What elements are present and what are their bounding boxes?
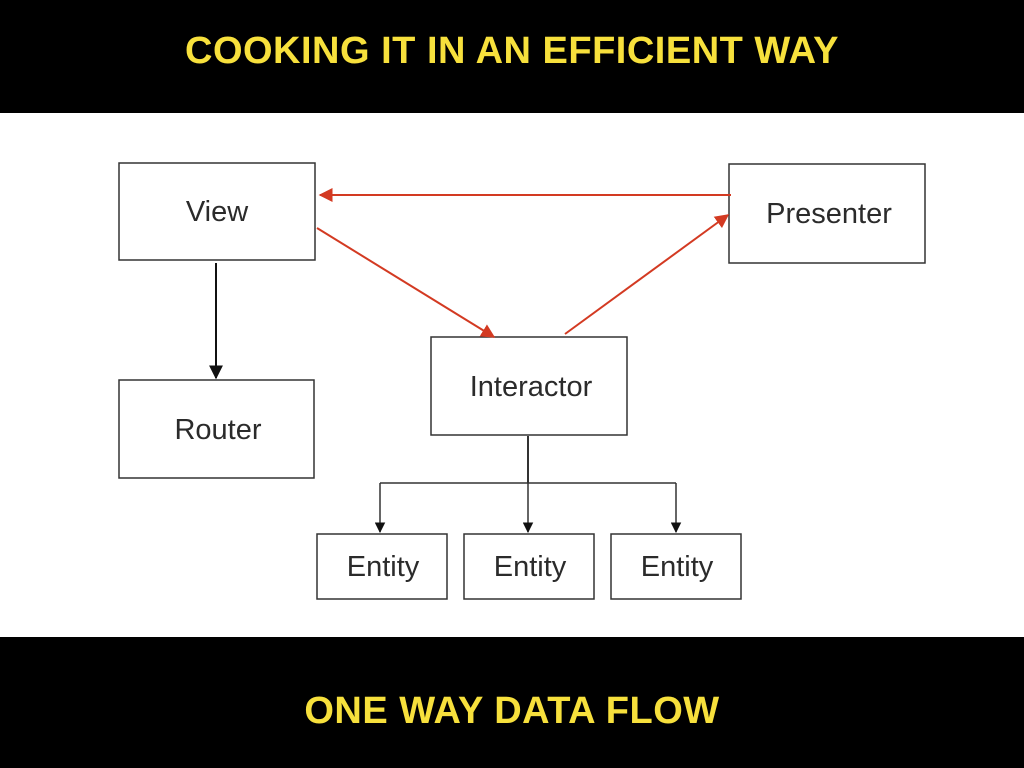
node-router: Router [118, 379, 315, 479]
slide-title: COOKING IT IN AN EFFICIENT WAY [185, 30, 839, 72]
node-interactor-label: Interactor [470, 371, 593, 403]
node-presenter: Presenter [728, 163, 926, 264]
node-entity-3-label: Entity [641, 551, 714, 583]
slide-footer: ONE WAY DATA FLOW [304, 690, 720, 732]
node-presenter-label: Presenter [766, 198, 892, 230]
node-entity-2-label: Entity [494, 551, 567, 583]
node-router-label: Router [174, 414, 261, 446]
diagram-panel: View Presenter Interactor Router Entity … [0, 113, 1024, 637]
node-interactor: Interactor [430, 336, 628, 436]
arrow-interactor-to-entities [374, 436, 682, 534]
node-entity-1: Entity [316, 533, 448, 600]
node-entity-3: Entity [610, 533, 742, 600]
node-view-label: View [186, 196, 249, 228]
node-entity-2: Entity [463, 533, 595, 600]
arrow-view-to-interactor [316, 227, 496, 338]
node-view: View [118, 162, 316, 261]
arrow-interactor-to-presenter [564, 214, 730, 335]
node-entity-1-label: Entity [347, 551, 420, 583]
architecture-diagram: View Presenter Interactor Router Entity … [118, 162, 926, 600]
